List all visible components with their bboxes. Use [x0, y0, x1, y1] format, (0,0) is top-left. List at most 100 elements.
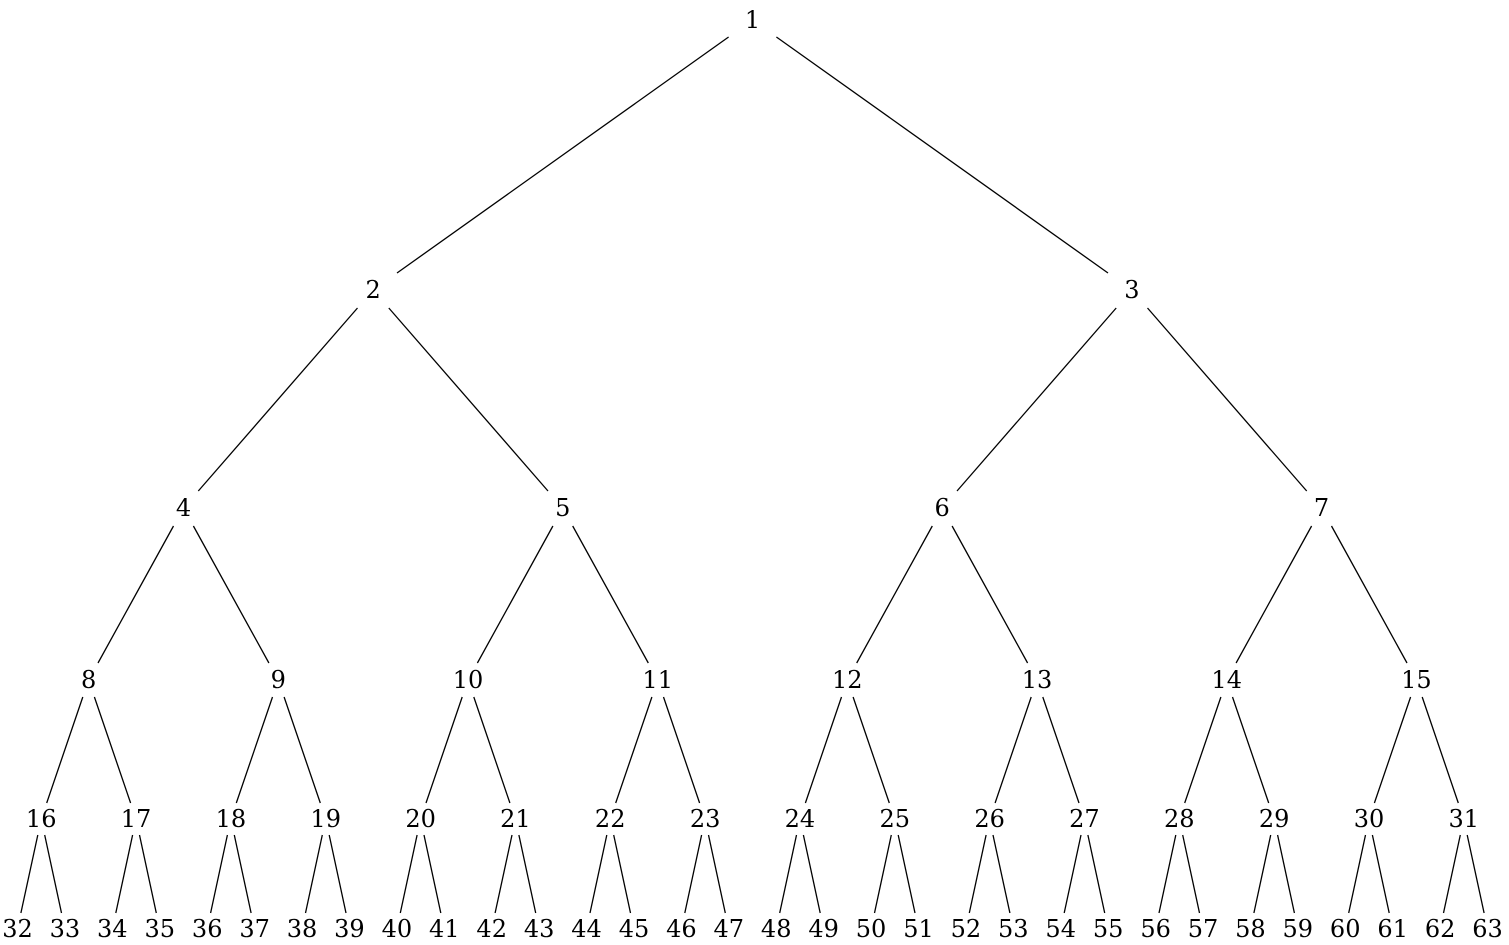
node-36: 36 — [192, 915, 223, 943]
edge-25-50 — [873, 834, 892, 914]
node-27: 27 — [1069, 805, 1100, 833]
node-50: 50 — [856, 915, 887, 943]
edge-23-46 — [684, 834, 703, 914]
node-24: 24 — [785, 805, 816, 833]
node-61: 61 — [1377, 915, 1408, 943]
node-58: 58 — [1235, 915, 1266, 943]
edge-26-52 — [968, 834, 987, 914]
node-52: 52 — [951, 915, 982, 943]
node-32: 32 — [2, 915, 33, 943]
edge-12-25 — [852, 696, 890, 804]
edge-29-59 — [1276, 834, 1296, 914]
node-16: 16 — [26, 805, 57, 833]
node-38: 38 — [287, 915, 318, 943]
node-26: 26 — [974, 805, 1005, 833]
edge-11-22 — [615, 696, 653, 804]
node-63: 63 — [1472, 915, 1503, 943]
edge-1-3 — [776, 36, 1109, 274]
node-15: 15 — [1401, 666, 1432, 694]
node-44: 44 — [571, 915, 602, 943]
node-25: 25 — [880, 805, 911, 833]
node-28: 28 — [1164, 805, 1195, 833]
edge-1-2 — [396, 36, 729, 274]
node-55: 55 — [1093, 915, 1124, 943]
node-30: 30 — [1354, 805, 1385, 833]
node-11: 11 — [642, 666, 673, 694]
node-12: 12 — [832, 666, 863, 694]
node-9: 9 — [271, 666, 286, 694]
node-7: 7 — [1314, 494, 1329, 522]
node-10: 10 — [453, 666, 484, 694]
node-4: 4 — [176, 494, 191, 522]
edge-21-42 — [494, 834, 513, 914]
node-43: 43 — [524, 915, 555, 943]
edge-19-38 — [304, 834, 323, 914]
edge-26-53 — [992, 834, 1011, 914]
node-46: 46 — [666, 915, 697, 943]
edge-17-35 — [138, 834, 157, 914]
edge-28-56 — [1158, 834, 1177, 914]
node-20: 20 — [405, 805, 436, 833]
node-19: 19 — [310, 805, 341, 833]
edge-9-19 — [283, 696, 321, 804]
edge-30-60 — [1348, 834, 1367, 914]
edge-5-11 — [572, 525, 649, 664]
edge-7-15 — [1330, 525, 1408, 664]
edge-25-51 — [897, 834, 916, 914]
edge-12-24 — [804, 696, 843, 804]
edge-16-32 — [20, 834, 39, 914]
edge-22-45 — [613, 834, 632, 914]
edge-18-36 — [209, 834, 229, 914]
edge-21-43 — [518, 834, 537, 914]
node-22: 22 — [595, 805, 626, 833]
edge-5-10 — [476, 525, 554, 664]
node-37: 37 — [239, 915, 270, 943]
edge-13-26 — [994, 696, 1032, 804]
node-17: 17 — [121, 805, 152, 833]
edge-23-47 — [707, 834, 726, 914]
node-35: 35 — [145, 915, 176, 943]
edge-8-16 — [46, 696, 84, 804]
node-51: 51 — [903, 915, 934, 943]
node-33: 33 — [50, 915, 81, 943]
edge-10-20 — [425, 696, 463, 804]
edge-8-17 — [93, 696, 132, 804]
node-57: 57 — [1188, 915, 1219, 943]
edge-6-12 — [856, 525, 933, 664]
edge-15-31 — [1421, 696, 1459, 804]
edge-22-44 — [589, 834, 608, 914]
node-60: 60 — [1330, 915, 1361, 943]
node-34: 34 — [97, 915, 128, 943]
node-21: 21 — [500, 805, 531, 833]
edge-14-28 — [1184, 696, 1222, 804]
edge-20-40 — [399, 834, 418, 914]
node-48: 48 — [761, 915, 792, 943]
node-41: 41 — [429, 915, 460, 943]
node-14: 14 — [1211, 666, 1242, 694]
node-56: 56 — [1140, 915, 1171, 943]
node-49: 49 — [808, 915, 839, 943]
edge-2-4 — [197, 307, 358, 492]
edge-13-27 — [1042, 696, 1080, 804]
node-8: 8 — [81, 666, 96, 694]
node-42: 42 — [476, 915, 507, 943]
node-62: 62 — [1425, 915, 1456, 943]
edge-4-8 — [97, 525, 175, 664]
edge-9-18 — [235, 696, 274, 804]
edge-31-63 — [1466, 834, 1485, 914]
edge-3-7 — [1147, 307, 1308, 492]
edge-17-34 — [115, 834, 134, 914]
edge-27-55 — [1087, 834, 1106, 914]
edge-15-30 — [1373, 696, 1412, 804]
node-23: 23 — [690, 805, 721, 833]
node-2: 2 — [365, 276, 380, 304]
edge-11-23 — [662, 696, 701, 804]
node-39: 39 — [334, 915, 365, 943]
edge-20-41 — [423, 834, 442, 914]
edge-7-14 — [1235, 525, 1313, 664]
node-53: 53 — [998, 915, 1029, 943]
edge-18-37 — [233, 834, 252, 914]
edge-3-6 — [956, 307, 1117, 492]
node-6: 6 — [935, 494, 950, 522]
